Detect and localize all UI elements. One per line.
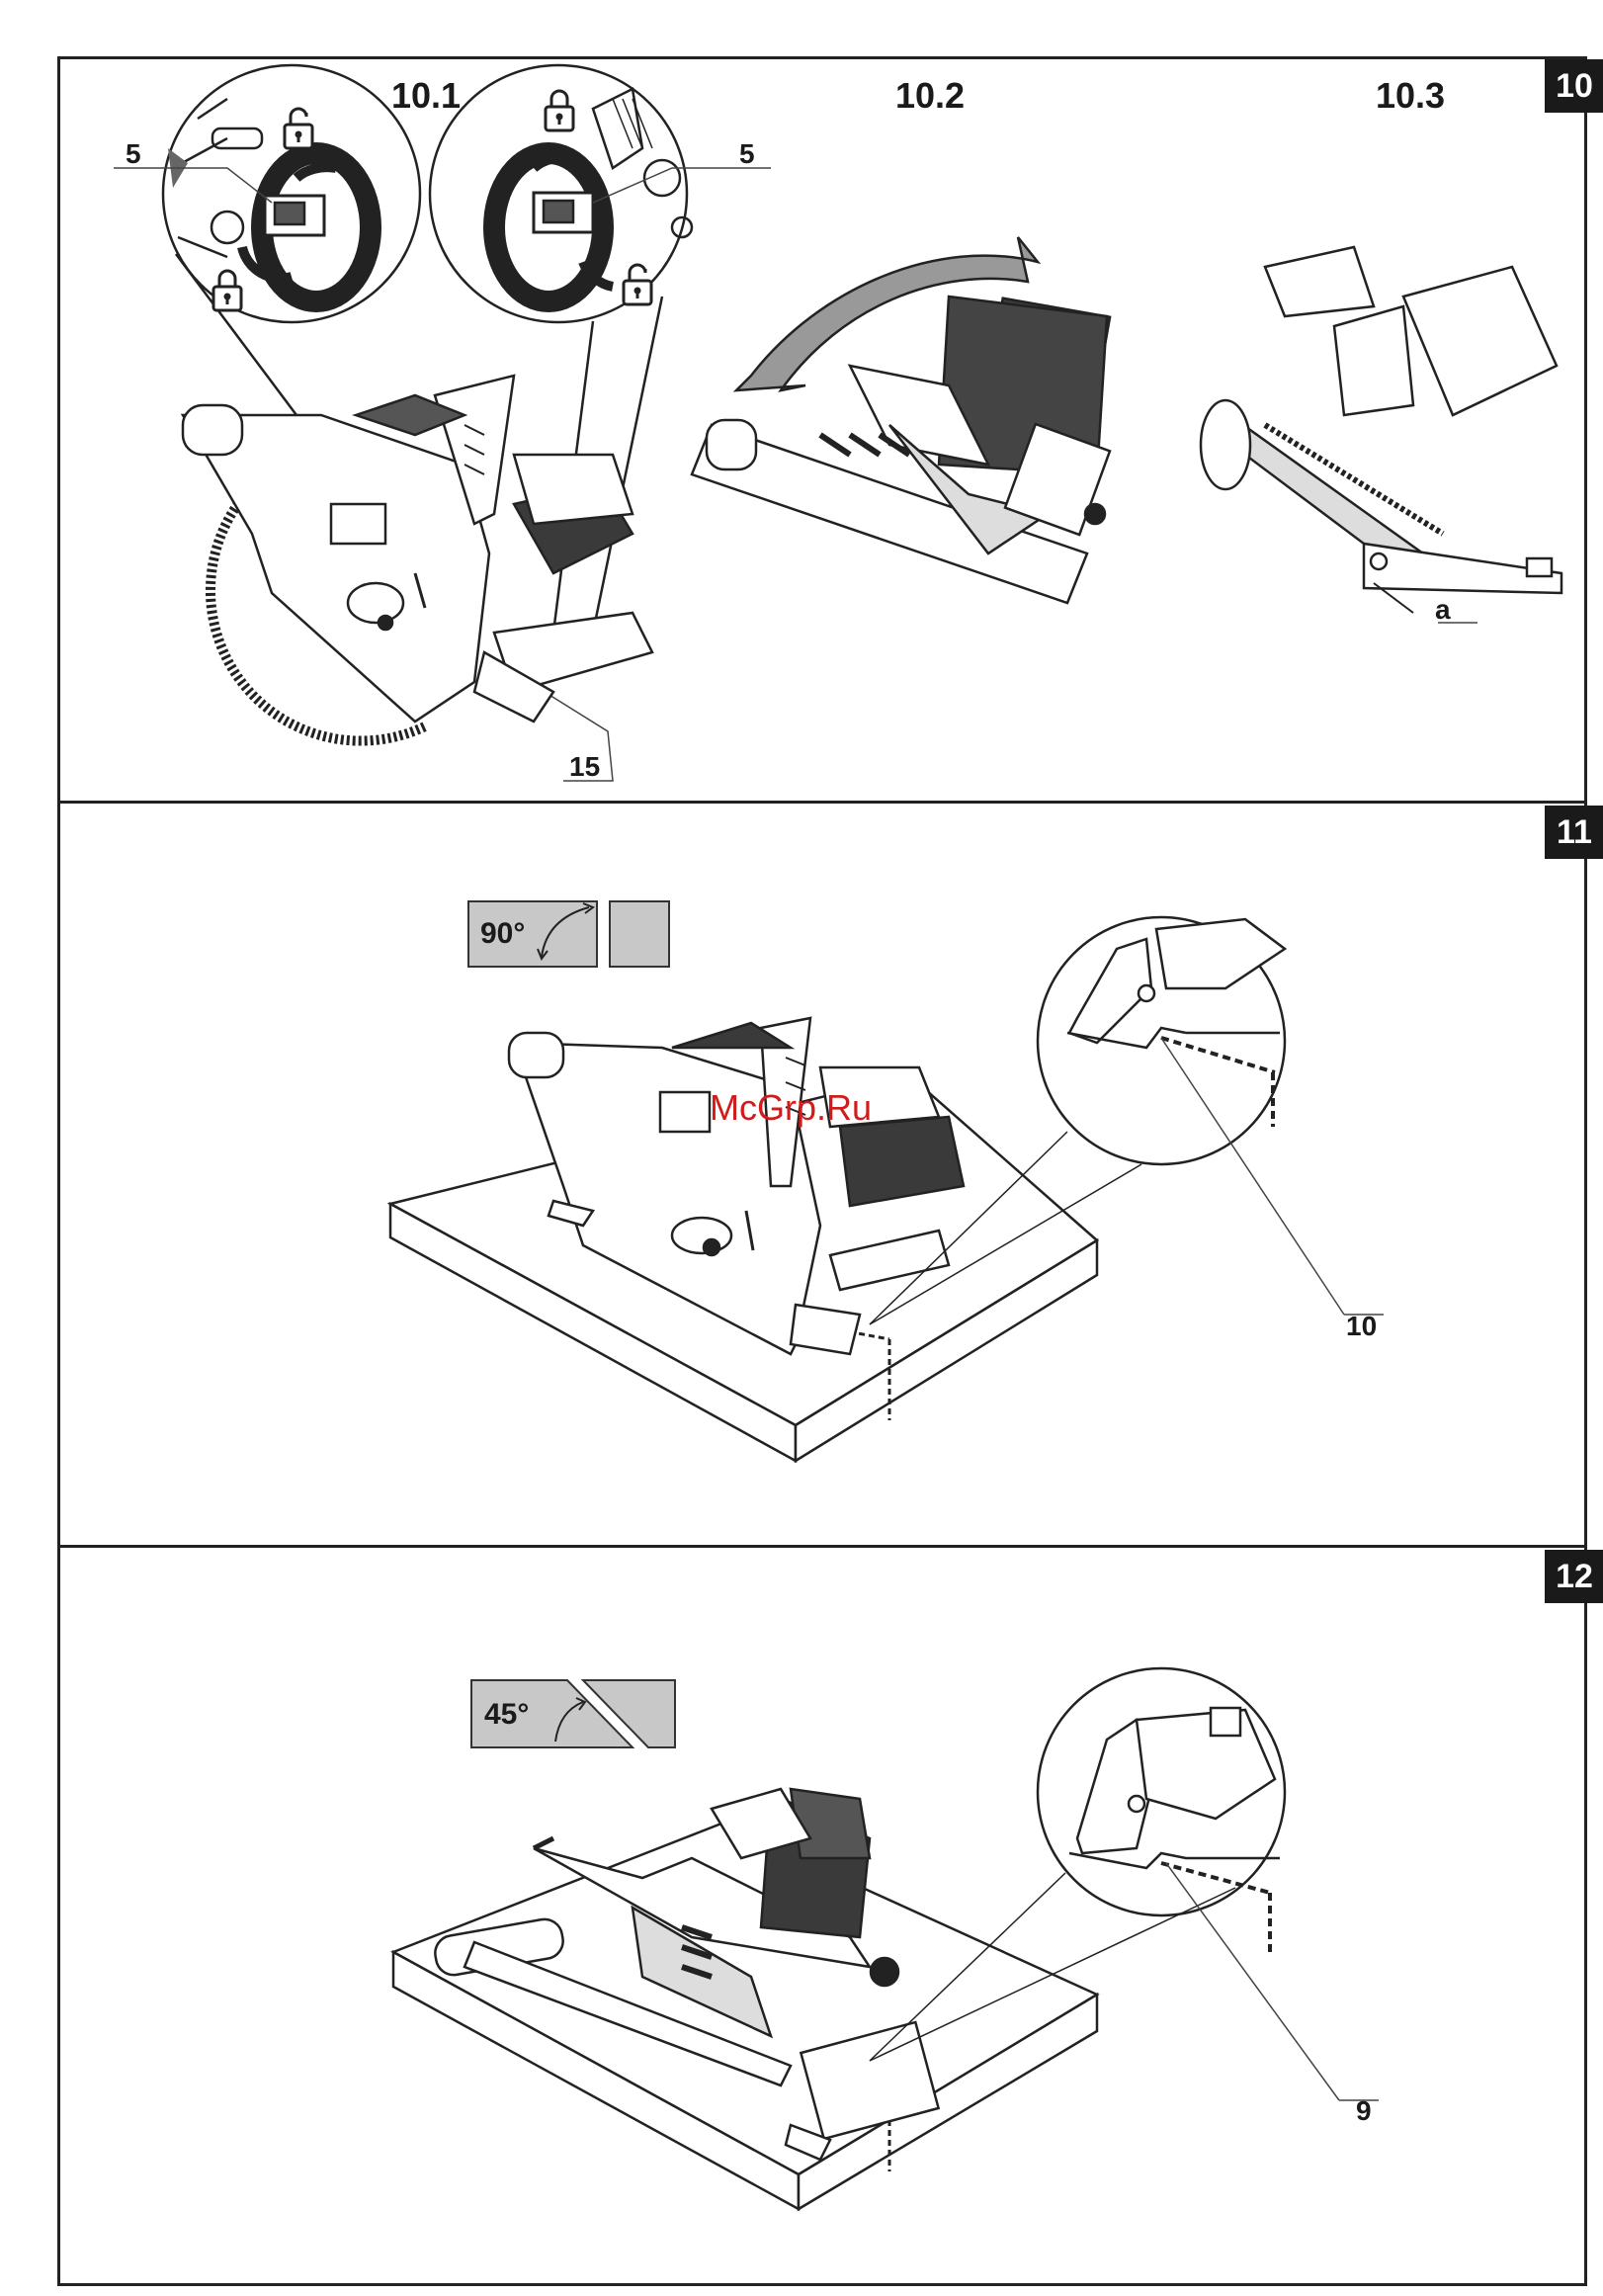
saw-illustration-10-3: [1201, 247, 1561, 613]
angle-label: 45°: [484, 1698, 529, 1732]
watermark: McGrp.Ru: [710, 1087, 872, 1129]
saw-illustration-10-2: [692, 237, 1110, 603]
callout-label: 10: [1346, 1311, 1377, 1342]
figure-number-badge: 12: [1545, 1550, 1603, 1603]
callout-label: 9: [1356, 2095, 1372, 2127]
angle-label: 90°: [480, 917, 525, 951]
figure-number-badge: 11: [1545, 806, 1603, 859]
saw-illustration-10-1: [183, 376, 652, 741]
